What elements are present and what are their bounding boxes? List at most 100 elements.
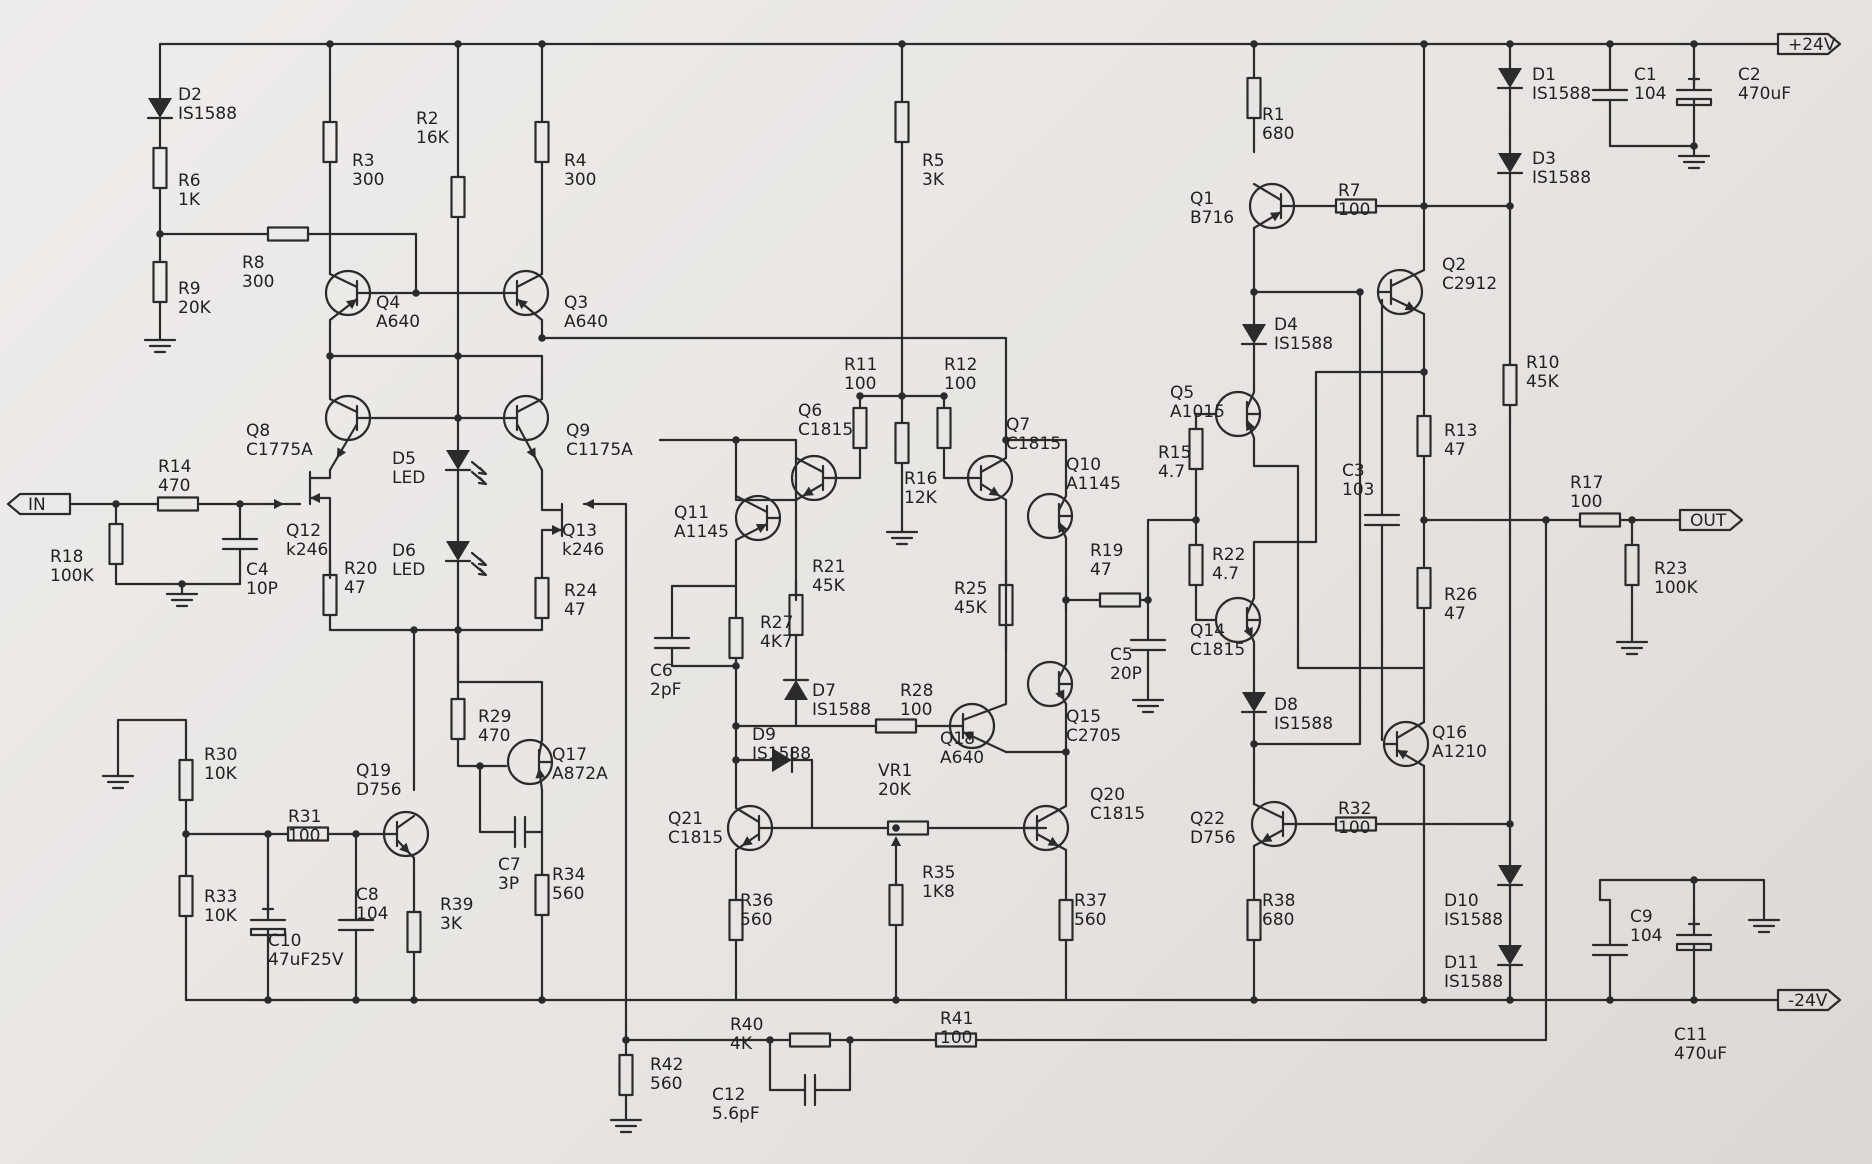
label-q8-value: C1775A xyxy=(246,440,313,460)
label-d3-value: IS1588 xyxy=(1532,168,1591,188)
label-r4-value: 300 xyxy=(564,170,596,190)
label-r22-ref: R22 xyxy=(1212,545,1245,565)
label-r32-ref: R32 xyxy=(1338,799,1371,819)
transistor-q2 xyxy=(1376,268,1426,316)
label-d6-ref: D6 xyxy=(392,541,416,561)
resistor-r31 xyxy=(266,826,350,842)
label-c7-ref: C7 xyxy=(498,855,521,875)
capacitor-c4 xyxy=(221,502,259,586)
ground-icon xyxy=(885,520,919,546)
label-q4-ref: Q4 xyxy=(376,293,400,313)
resistor-r20 xyxy=(322,558,338,632)
label-c10-ref: C10 xyxy=(268,931,302,951)
diode-d10 xyxy=(1496,848,1524,902)
label-q15-value: C2705 xyxy=(1066,726,1121,746)
label-d4-ref: D4 xyxy=(1274,315,1298,335)
label-r14-value: 470 xyxy=(158,476,190,496)
label-r35-ref: R35 xyxy=(922,863,955,883)
label-d11-ref: D11 xyxy=(1444,953,1479,973)
label-r27-value: 4K7 xyxy=(760,632,793,652)
label-q20-value: C1815 xyxy=(1090,804,1145,824)
jfet-q12 xyxy=(308,468,332,562)
label-r18-ref: R18 xyxy=(50,547,83,567)
label-q22-value: D756 xyxy=(1190,828,1236,848)
label-r7-value: 100 xyxy=(1338,200,1370,220)
label-r21-value: 45K xyxy=(812,576,846,596)
label-d11-value: IS1588 xyxy=(1444,972,1503,992)
label-r11-ref: R11 xyxy=(844,355,877,375)
junction-dot xyxy=(412,289,420,297)
label-r15-ref: R15 xyxy=(1158,443,1191,463)
resistor-r18 xyxy=(108,502,124,586)
label-q1-ref: Q1 xyxy=(1190,189,1214,209)
junction-dot xyxy=(1250,996,1258,1004)
resistor-r11 xyxy=(852,394,868,462)
label-r14-ref: R14 xyxy=(158,457,191,477)
labels: D2IS1588R61KR920KR8300R3300R216KR4300Q4A… xyxy=(50,65,1791,1124)
label-r4-ref: R4 xyxy=(564,151,587,171)
label-r36-value: 560 xyxy=(740,910,772,930)
resistor-r15 xyxy=(1188,412,1204,486)
label-q13-ref: Q13 xyxy=(562,521,597,541)
label-r1-value: 680 xyxy=(1262,124,1294,144)
terminal-minus-24v: -24V xyxy=(1776,988,1842,1012)
label-c6-ref: C6 xyxy=(650,661,673,681)
label-q7-ref: Q7 xyxy=(1006,415,1030,435)
label-q21-value: C1815 xyxy=(668,828,723,848)
label-r10-ref: R10 xyxy=(1526,353,1559,373)
label-d8-ref: D8 xyxy=(1274,695,1298,715)
junction-dot xyxy=(1506,996,1514,1004)
label-r21-ref: R21 xyxy=(812,557,845,577)
label-r31-ref: R31 xyxy=(288,807,321,827)
label-r27-ref: R27 xyxy=(760,613,793,633)
resistor-r2 xyxy=(450,42,466,352)
label-r33-ref: R33 xyxy=(204,887,237,907)
label-d5-ref: D5 xyxy=(392,449,416,469)
transistor-q6 xyxy=(790,454,838,502)
diode-d2 xyxy=(146,86,174,130)
label-c1-value: 104 xyxy=(1634,84,1666,104)
resistor-r13 xyxy=(1416,370,1432,502)
label-r2-ref: R2 xyxy=(416,109,439,129)
label-r24-value: 47 xyxy=(564,600,586,620)
label-r23-ref: R23 xyxy=(1654,559,1687,579)
transistor-q14 xyxy=(1214,596,1262,644)
label-r13-ref: R13 xyxy=(1444,421,1477,441)
label-r7-ref: R7 xyxy=(1338,181,1361,201)
transistor-q15 xyxy=(1026,660,1074,708)
electrolytic-capacitor-c10 xyxy=(249,878,287,972)
terminal-in: IN xyxy=(6,492,72,516)
wires xyxy=(68,40,1780,1092)
label-r38-ref: R38 xyxy=(1262,891,1295,911)
ground-icon xyxy=(1615,630,1649,656)
junction-dot xyxy=(410,996,418,1004)
label-r30-value: 10K xyxy=(204,764,238,784)
resistor-r19 xyxy=(1090,592,1150,608)
resistor-r21 xyxy=(788,578,804,652)
ground-icon xyxy=(165,582,199,608)
label-r35-value: 1K8 xyxy=(922,882,955,902)
junction-dot xyxy=(1542,516,1550,524)
label-q9-ref: Q9 xyxy=(566,421,590,441)
resistor-r39 xyxy=(406,902,422,962)
label-q12-value: k246 xyxy=(286,540,328,560)
resistor-r26 xyxy=(1416,518,1432,658)
resistor-r33 xyxy=(178,856,194,936)
resistor-r30 xyxy=(178,746,194,814)
label-r22-value: 4.7 xyxy=(1212,564,1239,584)
ground-icon xyxy=(1131,688,1165,714)
resistor-r10 xyxy=(1502,348,1518,422)
label-q7-value: C1815 xyxy=(1006,434,1061,454)
label-q18-ref: Q18 xyxy=(940,729,975,749)
jfet-q13 xyxy=(540,468,564,568)
label-c4-value: 10P xyxy=(246,579,278,599)
label-r18-value: 100K xyxy=(50,566,94,586)
junction-dot xyxy=(732,436,740,444)
junction-dot xyxy=(892,996,900,1004)
label-q18-value: A640 xyxy=(940,748,984,768)
label-r23-value: 100K xyxy=(1654,578,1698,598)
label-q1-value: B716 xyxy=(1190,208,1234,228)
label-q6-value: C1815 xyxy=(798,420,853,440)
resistor-r14 xyxy=(114,496,242,512)
resistor-vr1 xyxy=(868,820,948,836)
